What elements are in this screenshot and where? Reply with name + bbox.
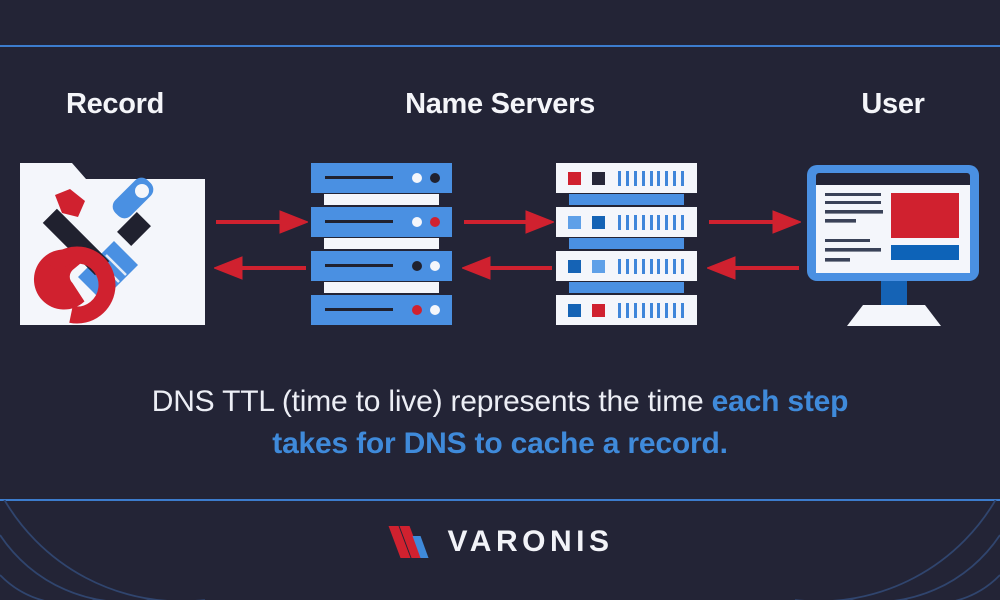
- server-unit: [556, 207, 697, 237]
- server-slot-line: [325, 176, 393, 179]
- varonis-logo[interactable]: VARONIS: [387, 524, 614, 560]
- server-rack-blue: [311, 163, 452, 326]
- server-led-right: [430, 173, 440, 183]
- server-indicator-right: [592, 304, 605, 317]
- rack-b-spacer: [569, 238, 684, 249]
- bottom-divider-rule: [0, 499, 1000, 501]
- varonis-slashes-logo: [388, 526, 429, 558]
- rack-a-spacer: [324, 282, 439, 293]
- server-unit: [556, 163, 697, 193]
- server-vent-bars: [618, 171, 684, 186]
- server-led-right: [430, 261, 440, 271]
- caption-text: DNS TTL (time to live) represents the ti…: [110, 381, 890, 465]
- server-vent-bars: [618, 215, 684, 230]
- server-unit: [556, 251, 697, 281]
- server-slot-line: [325, 308, 393, 311]
- server-indicator-right: [592, 260, 605, 273]
- server-unit: [311, 251, 452, 281]
- folder-tools-icon: [20, 163, 205, 325]
- server-indicator-right: [592, 216, 605, 229]
- caption-plain: DNS TTL (time to live) represents the ti…: [151, 385, 712, 418]
- caption-highlight: each step takes for DNS to cache a recor…: [272, 385, 849, 460]
- column-title-name-servers: Name Servers: [405, 88, 595, 120]
- column-title-record: Record: [65, 88, 165, 120]
- rack-a-spacer: [324, 238, 439, 249]
- server-rack-white: [556, 163, 697, 326]
- rack-a-spacer: [324, 194, 439, 205]
- server-indicator-left: [568, 304, 581, 317]
- server-indicator-left: [568, 260, 581, 273]
- server-unit: [556, 295, 697, 325]
- server-led-left: [412, 217, 422, 227]
- arrow-group-servers-user: [707, 210, 801, 280]
- server-indicator-left: [568, 216, 581, 229]
- server-indicator-right: [592, 172, 605, 185]
- server-unit: [311, 163, 452, 193]
- desktop-monitor-icon: [807, 165, 979, 326]
- server-unit: [311, 207, 452, 237]
- rack-b-spacer: [569, 282, 684, 293]
- server-led-left: [412, 261, 422, 271]
- varonis-wordmark: VARONIS: [447, 525, 614, 558]
- server-led-right: [430, 217, 440, 227]
- server-slot-line: [325, 220, 393, 223]
- server-led-left: [412, 173, 422, 183]
- server-slot-line: [325, 264, 393, 267]
- arrow-group-servers-internal: [462, 210, 554, 280]
- rack-b-spacer: [569, 194, 684, 205]
- server-vent-bars: [618, 303, 684, 318]
- arrow-group-record-servers: [214, 210, 308, 280]
- server-indicator-left: [568, 172, 581, 185]
- server-unit: [311, 295, 452, 325]
- column-title-user: User: [861, 88, 925, 120]
- server-vent-bars: [618, 259, 684, 274]
- server-led-left: [412, 305, 422, 315]
- server-led-right: [430, 305, 440, 315]
- top-divider-rule: [0, 45, 1000, 47]
